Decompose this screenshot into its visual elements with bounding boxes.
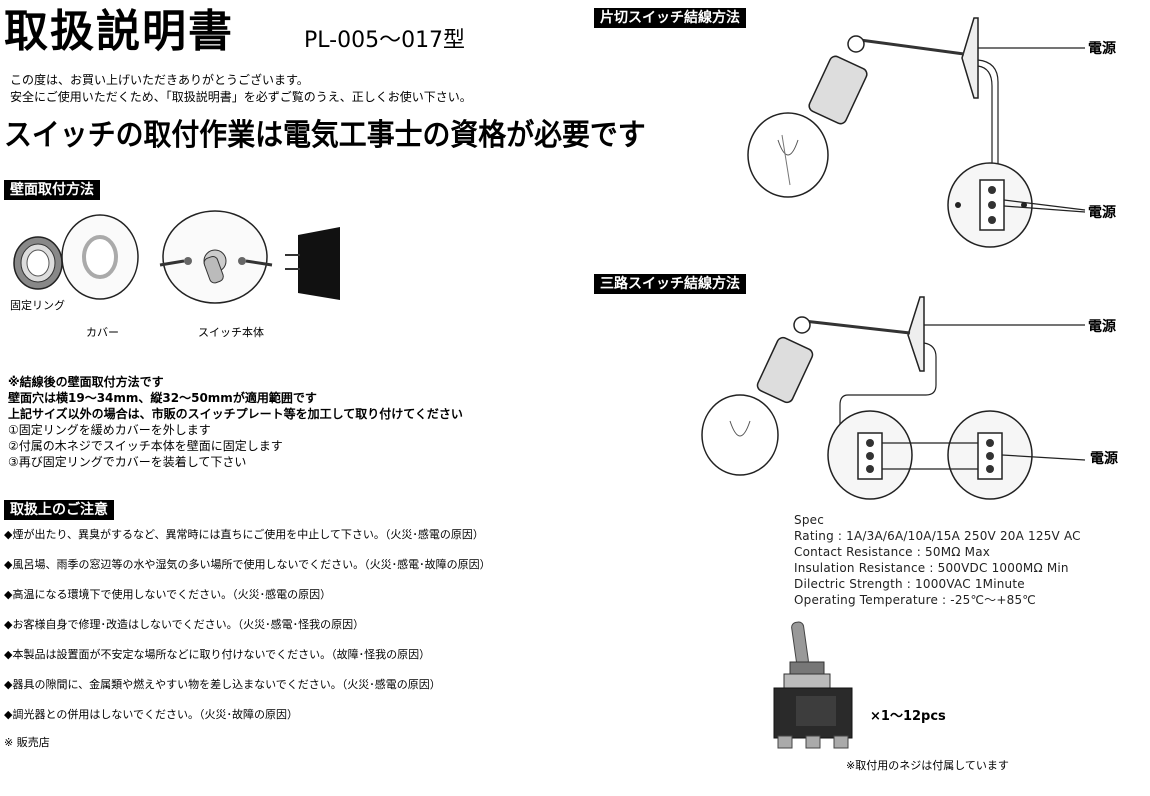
note-other-sizes: 上記サイズ以外の場合は、市販のスイッチプレート等を加工して取り付けてください [8, 407, 463, 421]
three-way-switch-left-image [827, 410, 913, 500]
caution-item: ◆本製品は設置面が不安定な場所などに取り付けないでください。（故障･怪我の原因） [4, 648, 431, 661]
document-title: 取扱説明書 [4, 6, 234, 57]
caution-item: ◆器具の隙間に、金属類や燃えやすい物を差し込まないでください。（火災･感電の原因… [4, 678, 441, 691]
step-1: ①固定リングを緩めカバーを外します [8, 423, 211, 437]
model-number: PL-005～017型 [304, 28, 466, 53]
wall-section-image [285, 227, 340, 300]
single-switch-diagram [747, 17, 1086, 248]
power-label-single-switch: 電源 [1088, 205, 1116, 221]
three-way-switch-right-image [947, 410, 1033, 500]
intro-line-2: 安全にご使用いただくため、「取扱説明書」を必ずご覧のうえ、正しくお使い下さい。 [10, 90, 472, 104]
label-switch-body: スイッチ本体 [198, 326, 264, 339]
note-title: ※結線後の壁面取付方法です [8, 375, 164, 389]
power-label-single-top: 電源 [1088, 41, 1116, 57]
cautions-heading: 取扱上のご注意 [4, 500, 114, 520]
switch-body-image [159, 210, 273, 304]
screw-included-note: ※取付用のネジは付属しています [846, 759, 1009, 772]
caution-item: ◆お客様自身で修理･改造はしないでください。（火災･感電･怪我の原因） [4, 618, 365, 631]
power-label-three-switch: 電源 [1090, 451, 1118, 467]
switch-plate-image [947, 162, 1033, 248]
cover-image [61, 214, 139, 300]
caution-item: ◆高温になる環境下で使用しないでください。（火災･感電の原因） [4, 588, 332, 601]
caution-item: ◆調光器との併用はしないでください。（火災･故障の原因） [4, 708, 299, 721]
power-label-three-top: 電源 [1088, 319, 1116, 335]
spec-rating: Rating : 1A/3A/6A/10A/15A 250V 20A 125V … [794, 529, 1081, 543]
single-switch-heading: 片切スイッチ結線方法 [594, 8, 746, 28]
three-way-heading: 三路スイッチ結線方法 [594, 274, 746, 294]
spec-title: Spec [794, 513, 825, 527]
retailer-note: ※ 販売店 [4, 736, 50, 749]
caution-item: ◆煙が出たり、異臭がするなど、異常時には直ちにご使用を中止して下さい。（火災･感… [4, 528, 484, 541]
spec-operating-temperature: Operating Temperature : -25℃～+85℃ [794, 593, 1036, 607]
intro-line-1: この度は、お買い上げいただきありがとうございます。 [10, 73, 309, 87]
note-hole-range: 壁面穴は横19～34mm、縦32～50mmが適用範囲です [8, 391, 317, 405]
label-fixing-ring: 固定リング [10, 299, 65, 312]
wall-mount-heading: 壁面取付方法 [4, 180, 100, 200]
lamp-image [747, 35, 868, 198]
wall-mount-illustration [13, 210, 340, 304]
step-3: ③再び固定リングでカバーを装着して下さい [8, 455, 247, 469]
spec-insulation-resistance: Insulation Resistance : 500VDC 1000MΩ Mi… [794, 561, 1069, 575]
three-way-diagram [701, 296, 1086, 500]
fixing-ring-image [13, 236, 63, 290]
electrician-warning: スイッチの取付作業は電気工事士の資格が必要です [4, 118, 646, 153]
spec-dielectric-strength: Dilectric Strength : 1000VAC 1Minute [794, 577, 1025, 591]
label-cover: カバー [86, 326, 119, 339]
lamp-image [701, 316, 814, 476]
caution-item: ◆風呂場、雨季の窓辺等の水や湿気の多い場所で使用しないでください。（火災･感電･… [4, 558, 491, 571]
step-2: ②付属の木ネジでスイッチ本体を壁面に固定します [8, 439, 283, 453]
spec-contact-resistance: Contact Resistance : 50MΩ Max [794, 545, 991, 559]
product-quantity: ×1～12pcs [870, 709, 946, 724]
toggle-switch-product-image [773, 621, 853, 749]
